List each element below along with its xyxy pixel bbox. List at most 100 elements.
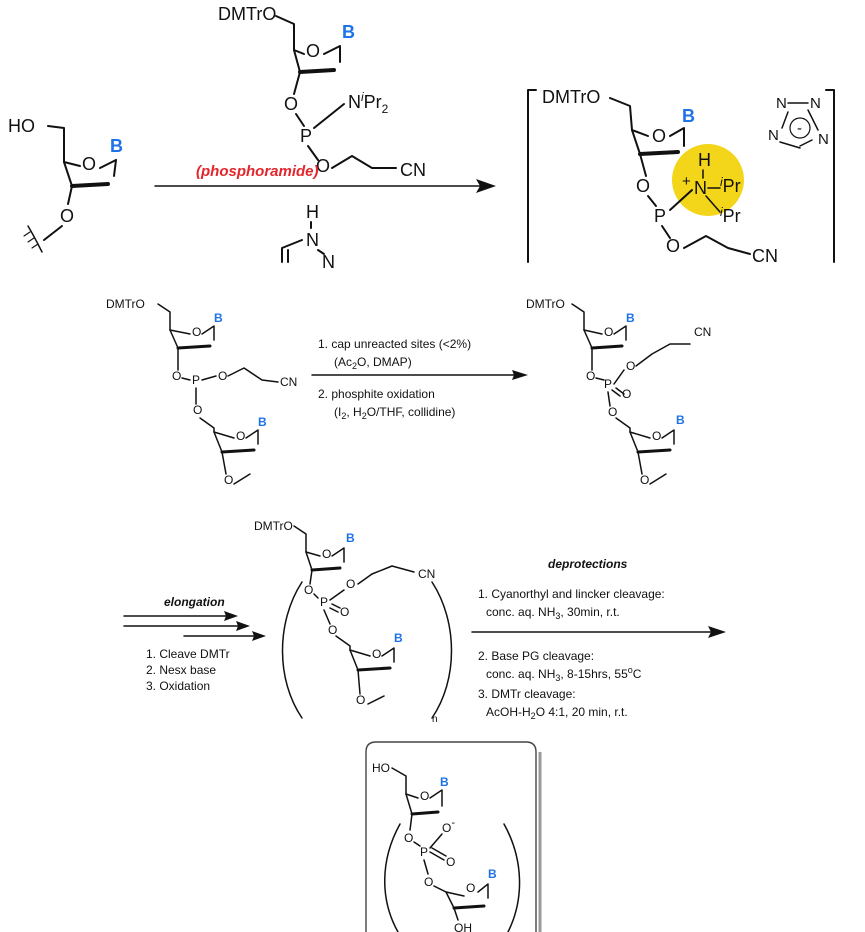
elongation-step: elongation 1. Cleave DMTr 2. Nesx base 3… <box>123 595 266 693</box>
start-c5-bond <box>47 125 65 163</box>
activator-h-label: H <box>306 202 319 222</box>
mid-left-o-ce: O <box>218 369 227 383</box>
intermediate-plus-label: + <box>682 173 691 190</box>
repeat-ring2 <box>349 647 395 663</box>
tetrazole-activator: H N N <box>281 202 335 272</box>
repeat-c3-end <box>349 649 385 705</box>
mid-right-cn: CN <box>694 325 711 339</box>
activator-n2-label: N <box>322 252 335 272</box>
repeating-unit: DMTrO B O O P O O CN O B O O n <box>254 519 453 725</box>
mid-left-o-a: O <box>172 369 181 383</box>
repeat-o-dbl: O <box>340 605 349 619</box>
start-nucleoside: HO B O O <box>8 116 123 253</box>
intermediate-ring-left <box>631 129 649 137</box>
mid-right-ring-o1: O <box>604 325 613 339</box>
start-support-bond <box>43 225 63 241</box>
mid-left-wedge1 <box>176 344 212 350</box>
intermediate-c3-o-bond <box>639 153 647 177</box>
product-wedge2 <box>452 904 486 910</box>
product-o-a: O <box>404 831 413 845</box>
deprotection-1-line1: 1. Cyanorthyl and lincker cleavage: <box>478 587 665 601</box>
start-support-hatch <box>23 231 39 249</box>
mid-left-c3 <box>169 329 179 371</box>
mid-left-o-b: O <box>193 403 202 417</box>
mid-right-o-a: O <box>586 369 595 383</box>
repeat-wedge2 <box>356 666 392 672</box>
mid-right-o-b: O <box>608 405 617 419</box>
intermediate-base-label: B <box>682 106 695 126</box>
reagent-c5-bond <box>275 15 295 51</box>
intermediate-pr1-label: iPr <box>720 175 741 196</box>
start-ring-c1 <box>113 159 117 177</box>
product-o-minus: O- <box>442 817 455 835</box>
deprotection-3-line1: 3. DMTr cleavage: <box>478 687 576 701</box>
intermediate-n-pr2-bond <box>705 195 721 213</box>
mid-left-cn: CN <box>280 375 297 389</box>
repeat-ring-o1: O <box>322 547 331 561</box>
coupling-arrow <box>154 179 496 193</box>
elongation-title: elongation <box>164 595 225 609</box>
intermediate-p-n-bond <box>669 189 693 211</box>
repeat-cn: CN <box>418 567 435 581</box>
tetrazolide-n3: N <box>768 127 779 144</box>
oxidation-step-line2: (I2, H2O/THF, collidine) <box>334 405 455 421</box>
protonated-n-highlight <box>672 144 744 216</box>
start-ring-bottom-wedge <box>70 182 110 188</box>
final-oligonucleotide: HO B O O P O- O O B O OH <box>365 741 542 932</box>
phosphoramidite-reagent: DMTrO B O O P NiPr2 O CN <box>218 4 426 180</box>
product-c5 <box>391 767 407 795</box>
product-ho: HO <box>372 761 390 775</box>
repeat-wedge1 <box>310 566 342 572</box>
mid-right-ring2 <box>629 429 675 445</box>
activator-n-label: N <box>306 230 319 250</box>
reagent-ring-c4c3 <box>293 49 301 73</box>
product-c3 <box>405 793 413 831</box>
mid-right-o-end: O <box>640 473 649 487</box>
mid-right-c3 <box>583 329 593 371</box>
product-o-dbl: O <box>446 855 455 869</box>
oxidation-step-line1: 2. phosphite oxidation <box>318 387 435 401</box>
elongation-step-2: 2. Nesx base <box>146 663 216 677</box>
reagent-p-o-bond <box>307 145 319 161</box>
repeat-linker <box>323 609 351 651</box>
mid-left-wedge2 <box>220 448 256 454</box>
mid-right-wedge2 <box>636 448 672 454</box>
intermediate-cn-label: CN <box>752 246 778 266</box>
reagent-c3-o-bond <box>293 71 301 95</box>
repeat-dmtro: DMTrO <box>254 519 293 533</box>
mid-right-ring1 <box>583 325 627 341</box>
intermediate-ring-o-label: O <box>652 126 666 146</box>
start-link-o-label: O <box>60 206 74 226</box>
mid-left-ring-o2: O <box>236 429 245 443</box>
activator-ring-left <box>281 239 303 263</box>
start-ring-o-label: O <box>82 154 96 174</box>
mid-right-dmtro: DMTrO <box>526 297 565 311</box>
mid-left-ring1 <box>169 325 215 341</box>
intermediate-ring-c4c3 <box>631 129 641 155</box>
repeat-o-end: O <box>356 693 365 707</box>
reagent-base-label: B <box>342 22 355 42</box>
repeat-subscript-n: n <box>432 714 438 725</box>
start-ring-c4c3 <box>63 161 73 187</box>
reagent-cyanoethyl-chain <box>331 155 397 169</box>
start-ho-label: HO <box>8 116 35 136</box>
reagent-cn-label: CN <box>400 160 426 180</box>
phosphoramide-label: (phosphoramide) <box>196 163 319 180</box>
repeat-c3 <box>305 551 313 585</box>
mid-left-c5 <box>157 303 171 331</box>
repeat-ring1 <box>305 547 345 563</box>
product-box <box>365 741 537 932</box>
product-wedge1 <box>410 810 440 816</box>
intermediate-cyanoethyl-chain <box>683 235 751 255</box>
deprotection-1-line2: conc. aq. NH3, 30min, r.t. <box>486 605 620 621</box>
cap-step-line1: 1. cap unreacted sites (<2%) <box>318 337 471 351</box>
middle-arrow-head <box>512 370 528 380</box>
repeat-ring-o2: O <box>372 647 381 661</box>
mid-right-c3-end <box>629 431 667 485</box>
deprotections-title: deprotections <box>548 557 628 571</box>
mid-right-o-ce: O <box>626 359 635 373</box>
mid-left-dmtro: DMTrO <box>106 297 145 311</box>
repeat-phosphate-chain <box>313 565 415 613</box>
mid-left-p: P <box>192 373 200 387</box>
reagent-o-p-label: O <box>284 94 298 114</box>
